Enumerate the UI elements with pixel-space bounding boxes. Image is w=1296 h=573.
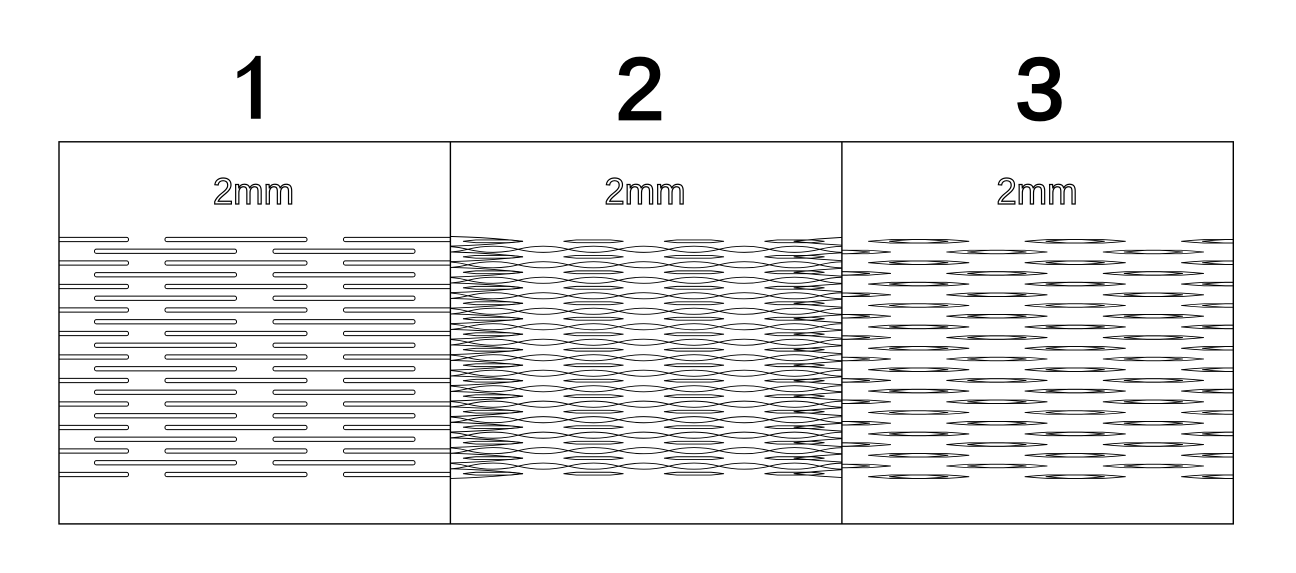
svg-text:2: 2 bbox=[616, 40, 665, 138]
svg-text:2mm: 2mm bbox=[996, 171, 1077, 212]
svg-text:3: 3 bbox=[1015, 40, 1064, 138]
svg-text:2mm: 2mm bbox=[213, 171, 294, 212]
svg-text:2mm: 2mm bbox=[604, 171, 685, 212]
